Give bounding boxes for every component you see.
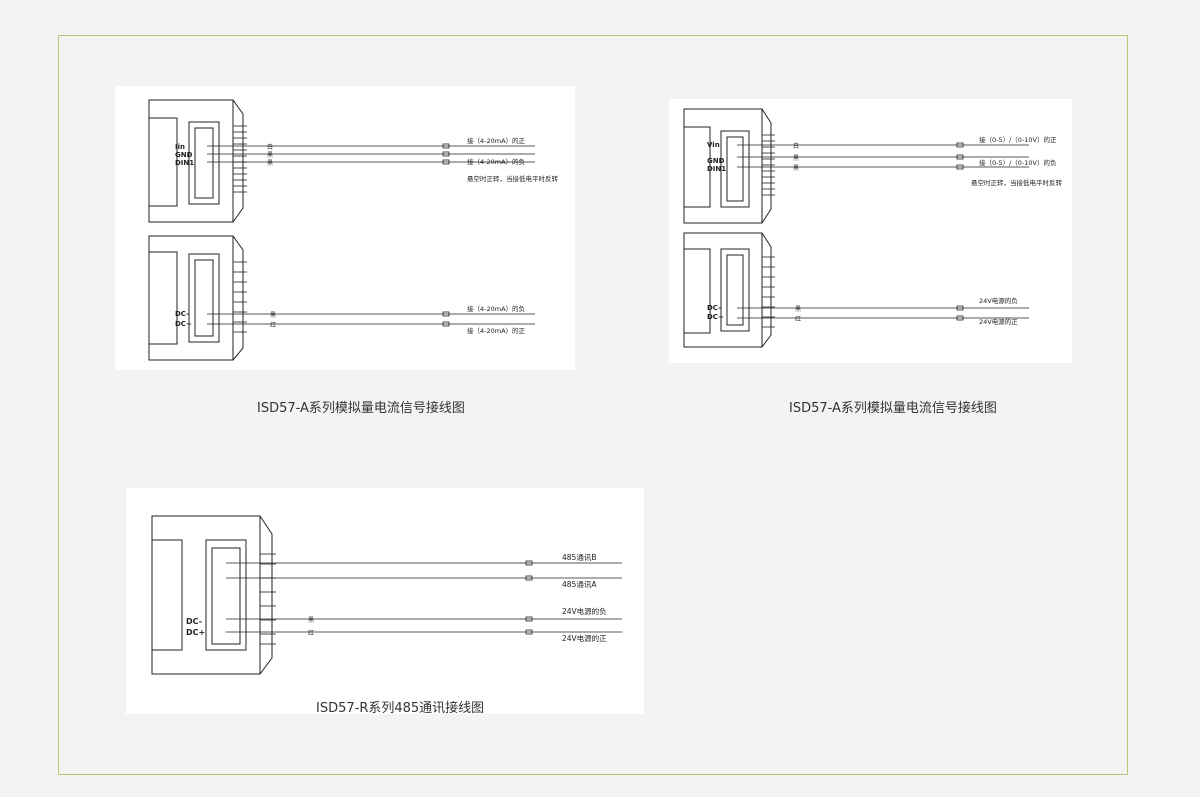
- wire-tag: 黑: [793, 165, 799, 172]
- wire-tag: 黑: [308, 617, 314, 624]
- pin-label: DC-: [707, 304, 721, 312]
- wire-tag: 红: [270, 321, 276, 329]
- wire-tag: 黑: [793, 155, 799, 162]
- wire-label: 接（4-20mA）的负: [467, 304, 525, 313]
- wiring-diagram-1: Iin GND DIN1 白 黑 黑 接（4-20mA）的正 接（4-20mA）…: [115, 86, 575, 370]
- bottom-wires: [207, 311, 535, 327]
- pin-label: DC+: [175, 320, 192, 328]
- top-connector: Vin GND DIN1: [683, 108, 775, 224]
- pin-label: DC+: [186, 628, 205, 637]
- top-wires: [737, 142, 1029, 170]
- wire-note: 悬空时正转，当接低电平时反转: [971, 178, 1063, 187]
- connector: DC- DC+: [151, 515, 276, 675]
- pin-label: Vin: [707, 141, 720, 149]
- wire-label: 24V电源的正: [979, 317, 1018, 326]
- wire-label: 24V电源的正: [562, 633, 607, 643]
- wire-note: 悬空时正转，当接低电平时反转: [467, 174, 559, 183]
- pin-label: GND: [175, 151, 193, 159]
- wire-tag: 红: [308, 629, 314, 637]
- diagram-caption-1: ISD57-A系列模拟量电流信号接线图: [257, 401, 465, 416]
- wire-tag: 黑: [267, 160, 273, 167]
- wiring-diagram-2: Vin GND DIN1 白 黑 黑 接（0-5）/（0-10V）的正 接（0-…: [669, 99, 1072, 363]
- bottom-connector: DC- DC+: [148, 235, 247, 361]
- wiring-diagram-3-drawing: DC- DC+ 黑 红 485通讯B 485通讯A 24V电源的负 24V电源的…: [151, 515, 622, 675]
- wire-label: 24V电源的负: [979, 296, 1018, 305]
- pin-label: DC+: [707, 313, 724, 321]
- bottom-wires: [737, 305, 1029, 321]
- wire-tag: 红: [795, 315, 801, 323]
- diagram-caption-3: ISD57-R系列485通讯接线图: [316, 701, 485, 716]
- wire-tag: 白: [793, 142, 799, 150]
- diagram-caption-2: ISD57-A系列模拟量电流信号接线图: [789, 401, 997, 416]
- wire-label: 24V电源的负: [562, 606, 607, 616]
- pin-label: DIN1: [707, 165, 726, 173]
- wire-label: 接（0-5）/（0-10V）的正: [979, 135, 1057, 144]
- wire-tag: 黑: [267, 152, 273, 159]
- wire-tag: 黑: [795, 306, 801, 313]
- wiring-diagram-1-drawing: Iin GND DIN1 白 黑 黑 接（4-20mA）的正 接（4-20mA）…: [148, 99, 559, 361]
- wire-tag: 白: [267, 143, 273, 151]
- pin-label: GND: [707, 157, 725, 165]
- wire-label: 485通讯B: [562, 552, 596, 562]
- bottom-connector: DC- DC+: [683, 232, 775, 348]
- content-frame: [58, 35, 1128, 775]
- wires: [226, 560, 622, 635]
- pin-label: DIN1: [175, 159, 194, 167]
- wire-label: 接（4-20mA）的正: [467, 326, 526, 335]
- wiring-diagram-3: DC- DC+ 黑 红 485通讯B 485通讯A 24V电源的负 24V电源的…: [126, 488, 644, 714]
- top-wires: [207, 143, 535, 165]
- wire-label: 接（4-20mA）的负: [467, 157, 525, 166]
- pin-label: DC-: [175, 310, 189, 318]
- wire-label: 接（0-5）/（0-10V）的负: [979, 158, 1057, 167]
- wire-tag: 黑: [270, 312, 276, 319]
- top-connector: Iin GND DIN1: [148, 99, 247, 223]
- wiring-diagram-2-drawing: Vin GND DIN1 白 黑 黑 接（0-5）/（0-10V）的正 接（0-…: [683, 108, 1063, 348]
- wire-label: 485通讯A: [562, 579, 597, 589]
- wire-label: 接（4-20mA）的正: [467, 136, 526, 145]
- pin-label: Iin: [175, 143, 185, 151]
- pin-label: DC-: [186, 617, 202, 626]
